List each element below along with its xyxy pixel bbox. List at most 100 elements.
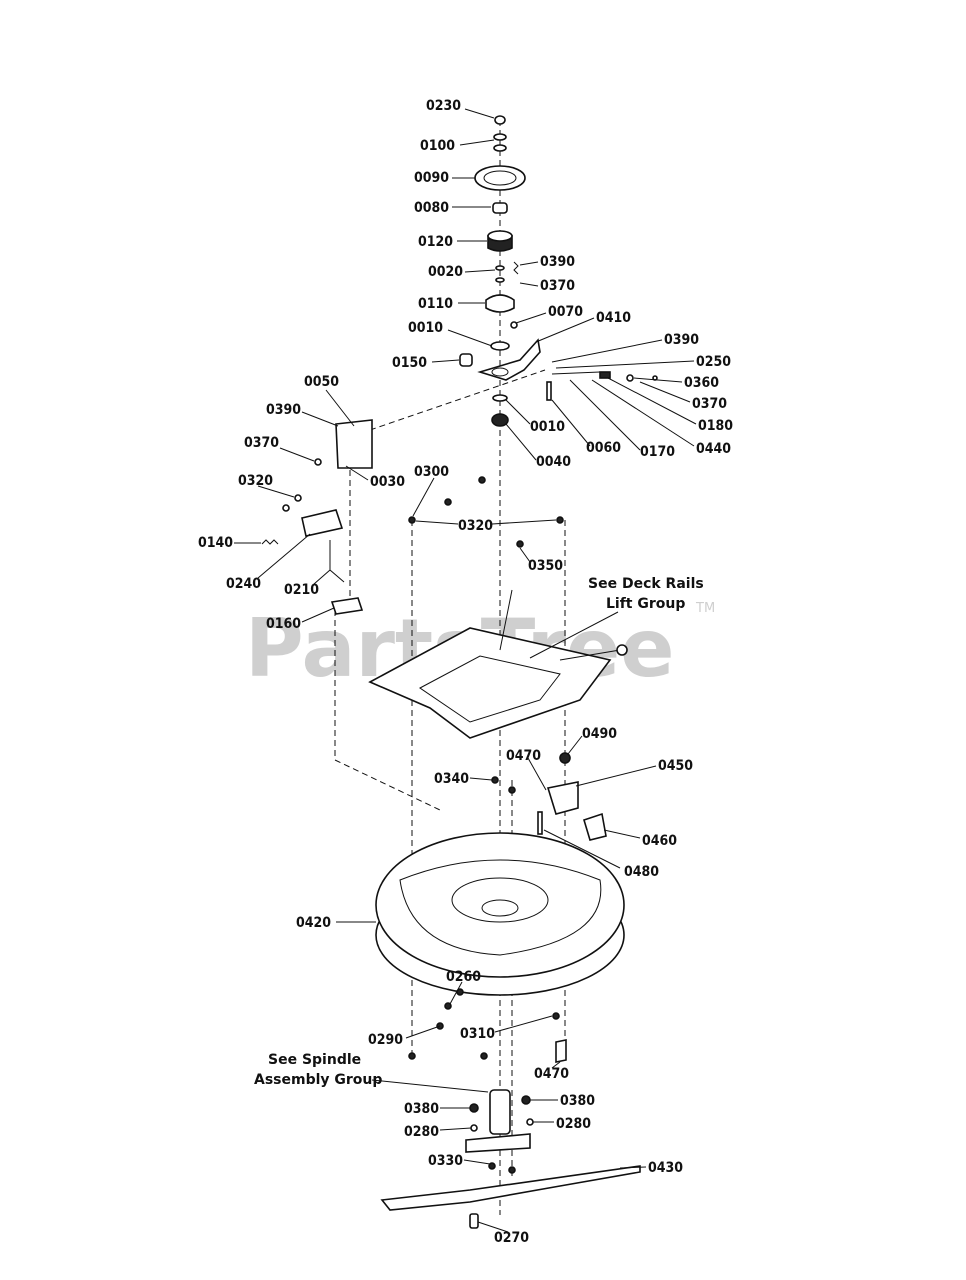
nut-0370-left [314,458,322,466]
bracket-hole-0410 [491,367,509,377]
callout-0460: 0460 [642,833,677,849]
leader-0280-left [439,1127,472,1131]
leader-0350 [519,547,531,563]
leader-0240 [257,533,311,579]
callout-0230: 0230 [426,98,461,114]
deck-housing-inner [399,859,602,956]
watermark-trademark: TM [695,601,715,616]
washer-0280-left [470,1124,478,1132]
leader-0320-center [415,520,459,525]
spacer-0080 [492,202,508,214]
callout-0370-right: 0370 [692,396,727,412]
callout-0100: 0100 [420,138,455,154]
washer-0020a [495,265,505,271]
callout-0270: 0270 [494,1230,529,1246]
leader-0320-right [491,519,557,525]
leader-0390-left [301,411,339,427]
washer-0020b [495,277,505,283]
leader-0410 [535,317,595,343]
callout-0240: 0240 [226,576,261,592]
washer-0100a [493,133,507,141]
bolt-0380-left [469,1103,479,1113]
bolt-0320b [282,504,290,512]
leader-0390-right [551,339,663,363]
leader-0060 [551,399,591,447]
callout-0370-left: 0370 [244,435,279,451]
callout-0140: 0140 [198,535,233,551]
callout-0380-right: 0380 [560,1093,595,1109]
bolt-0380-right [521,1095,531,1105]
leader-0250 [555,360,695,369]
spindle-base [465,1133,531,1153]
callout-0080: 0080 [414,200,449,216]
callout-0360: 0360 [684,375,719,391]
leader-0010-top [447,329,493,347]
callout-0010-top: 0010 [408,320,443,336]
lift-rod-end [616,644,628,656]
sleeve-0150 [459,353,473,367]
leader-0290 [405,1025,441,1039]
leader-0300 [412,477,435,517]
nut-0360 [626,374,634,382]
note-spindle-line2: Assembly Group [254,1072,382,1088]
leader-0430 [619,1166,647,1169]
leader-0150 [431,359,460,363]
bolt-0330a [488,1162,496,1170]
pin-0070 [510,321,518,329]
leader-0030 [345,465,369,481]
callout-0040: 0040 [536,454,571,470]
callout-0320-center: 0320 [458,518,493,534]
leader-0040 [505,423,537,461]
deck-rails-inner [419,655,561,723]
callout-0180: 0180 [698,418,733,434]
note-deck-rails-line1: See Deck Rails [588,576,704,592]
leader-deck-rails [529,611,619,659]
bracket-dash-line [369,369,546,431]
deck-spindle-hole [481,899,519,917]
callout-0280-left: 0280 [404,1124,439,1140]
callout-0430: 0430 [648,1160,683,1176]
leader-0480 [543,829,621,869]
callout-0050: 0050 [304,374,339,390]
washer-0280-right [526,1118,534,1126]
callout-0110: 0110 [418,296,453,312]
plate-0030 [335,419,373,469]
leader-spindle [371,1079,489,1093]
bolt-0330b [508,1166,516,1174]
bracket-0410 [477,338,541,381]
callout-0250: 0250 [696,354,731,370]
leader-0270 [477,1221,509,1233]
washer-0100b [493,144,507,152]
spring-to-deck-dash [334,610,441,811]
rod-0250 [551,371,601,375]
leader-0370-right [639,381,691,403]
spring-0390-top [513,261,519,275]
leader-0390-top [519,261,539,266]
bushing-0010-bottom [492,394,508,402]
callout-0470-lower: 0470 [534,1066,569,1082]
bolt-0300 [478,476,486,484]
pin-0060 [546,381,552,401]
bolt-0320-center [444,498,452,506]
spring-0140 [261,539,279,545]
callout-0060: 0060 [586,440,621,456]
callout-0170: 0170 [640,444,675,460]
callout-0290: 0290 [368,1032,403,1048]
callout-0260: 0260 [446,969,481,985]
callout-0160: 0160 [266,616,301,632]
leader-0010-bottom [505,399,531,425]
callout-0280-right: 0280 [556,1116,591,1132]
leader-0440 [591,379,695,447]
bolt-0340b [508,786,516,794]
leader-0070 [515,312,547,324]
leader-0170 [569,379,641,451]
pulley-0090 [474,165,526,191]
washer-0490 [559,752,571,764]
callout-0320-left: 0320 [238,473,273,489]
leader-0490 [567,735,583,755]
deck-center-plate [451,877,549,923]
nut-0310a [480,1052,488,1060]
blade-0430 [380,1165,641,1211]
leader-0360 [633,377,683,383]
hub-top-0120 [487,230,513,242]
